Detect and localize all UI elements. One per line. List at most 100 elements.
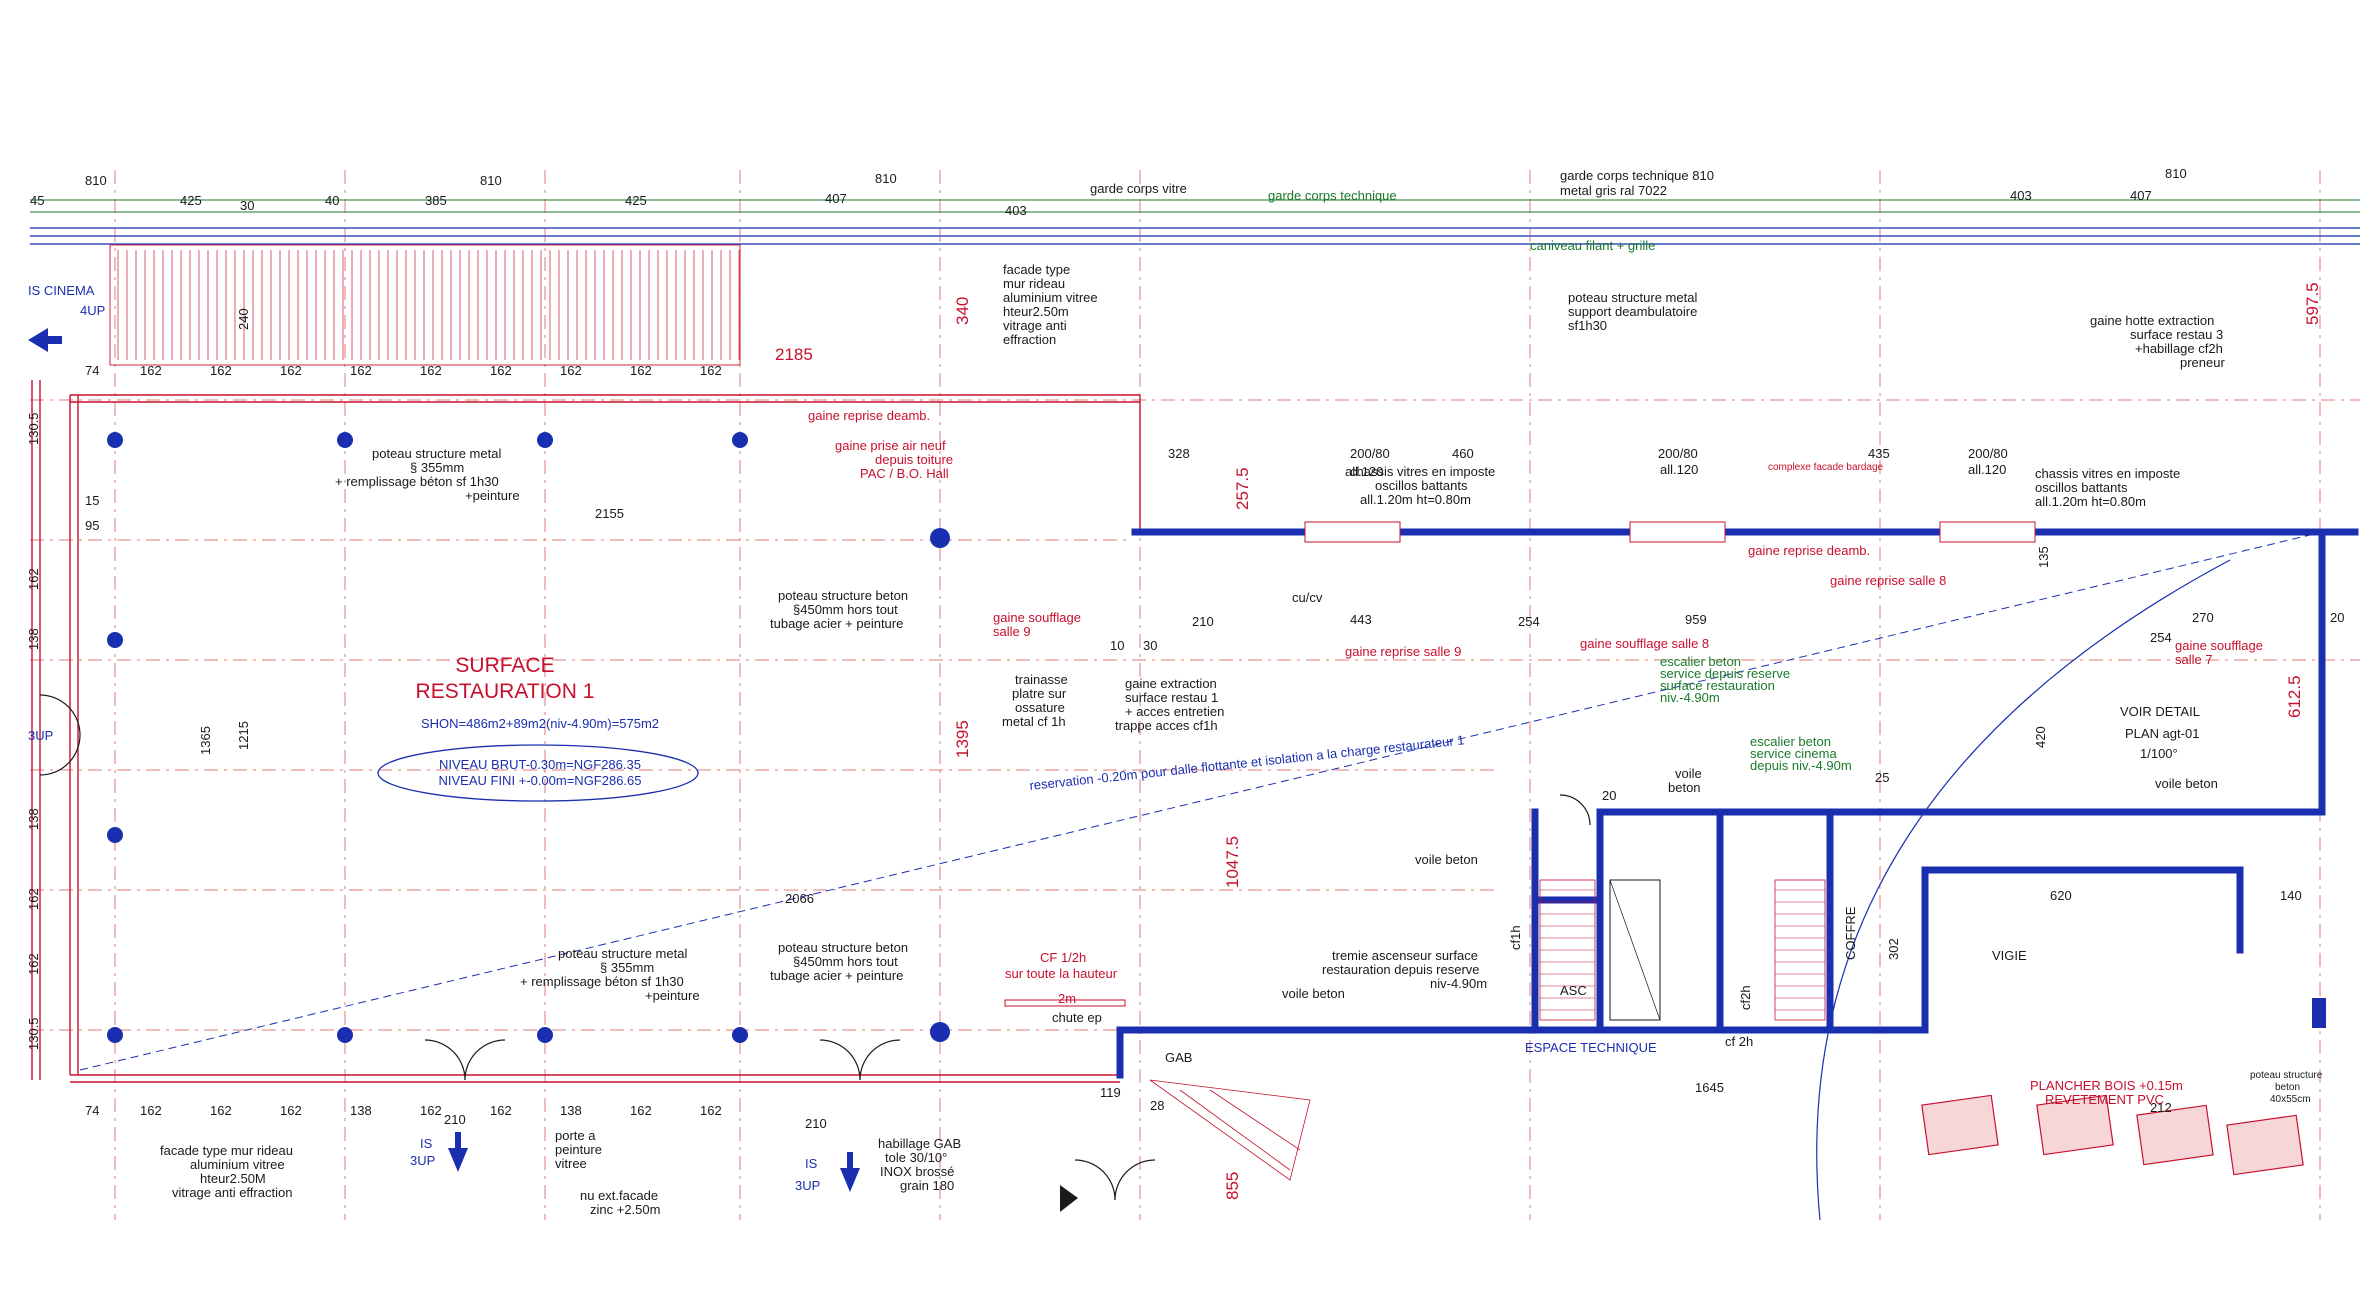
dim-top-8: 407 [825, 191, 847, 206]
cf1h-vertical: cf1h [1508, 925, 1523, 950]
dim-row-cell: 162 [280, 363, 302, 378]
dim-1305a: 130.5 [26, 412, 41, 445]
reservation: reservation -0.20m pour dalle flottante … [1029, 732, 1465, 793]
dim-2m: 2m [1058, 991, 1076, 1006]
gaine-extraction-c: + acces entretien [1125, 704, 1224, 719]
label-is-cinema: IS CINEMA [28, 283, 95, 298]
label-3up-left: 3UP [28, 728, 53, 743]
dim-top-9: 403 [1005, 203, 1027, 218]
top-walls [30, 227, 2360, 245]
trainasse-c: ossature [1015, 700, 1065, 715]
dim-top-12: garde corps technique [1268, 188, 1397, 203]
trainasse: trainasse [1015, 672, 1068, 687]
escalier-2b: service cinema [1750, 746, 1837, 761]
stair-hatch-lines [117, 250, 740, 360]
dim-top-1: 810 [85, 173, 107, 188]
poteau-beton-2b: §450mm hors tout [793, 954, 898, 969]
poteau-beton-2: poteau structure beton [778, 940, 908, 955]
gaine-hotte-c: +habillage cf2h [2135, 341, 2223, 356]
room-title-2: RESTAURATION 1 [416, 680, 595, 703]
dim-200-80-b: 200/80 [1658, 446, 1698, 461]
dim-row-cell: 162 [700, 1103, 722, 1118]
facade-bottom-b: aluminium vitree [190, 1157, 285, 1172]
poteau-deamb-c: sf1h30 [1568, 318, 1607, 333]
escalier-1d: niv.-4.90m [1660, 690, 1720, 705]
dim-2066: 2066 [785, 891, 814, 906]
tremie-b: restauration depuis reserve [1322, 962, 1480, 977]
gaine-reprise-salle9: gaine reprise salle 9 [1345, 644, 1461, 659]
complexe: complexe facade bardage [1768, 462, 1884, 473]
habillage-gab-d: grain 180 [900, 1178, 954, 1193]
cf-1-2h-b: sur toute la hauteur [1005, 966, 1118, 981]
gaine-extraction: gaine extraction [1125, 676, 1217, 691]
plancher-b: REVETEMENT PVC [2045, 1092, 2164, 1107]
gaine-prise-air-c: PAC / B.O. Hall [860, 466, 949, 481]
label-4up: 4UP [80, 303, 105, 318]
arrow-down-icon [448, 1132, 468, 1172]
gaine-soufflage-salle7b: salle 7 [2175, 652, 2213, 667]
dim-row-cell: 162 [700, 363, 722, 378]
elevator-shaft [1609, 879, 1661, 1021]
poteau-beton-2c: tubage acier + peinture [770, 968, 903, 983]
doors [39, 694, 1591, 1201]
poteau-metal-1c: + remplissage béton sf 1h30 [335, 474, 499, 489]
label-caniveau: caniveau filant + grille [1530, 238, 1655, 253]
cf-1-2h: CF 1/2h [1040, 950, 1086, 965]
gaine-prise-air: gaine prise air neuf [835, 438, 946, 453]
dim-2155: 2155 [595, 506, 624, 521]
dim-5975: 597.5 [2303, 282, 2322, 325]
dim-row-cell: 162 [140, 363, 162, 378]
dim-74a: 74 [85, 363, 99, 378]
chassis-1b: oscillos battants [1375, 478, 1468, 493]
all-120-a: all.120 [1345, 464, 1383, 479]
escalier-2c: depuis niv.-4.90m [1750, 758, 1852, 773]
cf2h-vertical: cf2h [1738, 985, 1753, 1010]
dim-138a: 138 [26, 628, 41, 650]
facade-bottom-c: hteur2.50M [200, 1171, 266, 1186]
dim-855: 855 [1223, 1172, 1242, 1200]
dim-top-14: metal gris ral 7022 [1560, 183, 1667, 198]
poteau-metal-1b: § 355mm [410, 460, 464, 475]
habillage-gab: habillage GAB [878, 1136, 961, 1151]
gaine-reprise-deamb-2: gaine reprise deamb. [1748, 543, 1870, 558]
dim-row-cell: 162 [490, 1103, 512, 1118]
dim-1215: 1215 [236, 721, 251, 750]
voir-detail-c: 1/100° [2140, 746, 2178, 761]
dim-420: 420 [2033, 726, 2048, 748]
label-3up-b: 3UP [795, 1178, 820, 1193]
tech-stair-steps [1540, 889, 1825, 1011]
dim-443: 443 [1350, 612, 1372, 627]
dim-row-cell: 162 [490, 363, 512, 378]
tremie: tremie ascenseur surface [1332, 948, 1478, 963]
dim-25: 25 [1875, 770, 1889, 785]
escalier-2: escalier beton [1750, 734, 1831, 749]
room-niveau-brut: NIVEAU BRUT-0.30m=NGF286.35 [439, 757, 641, 772]
dim-240: 240 [236, 308, 251, 330]
voir-detail: VOIR DETAIL [2120, 704, 2200, 719]
dim-959: 959 [1685, 612, 1707, 627]
chassis-2: chassis vitres en imposte [2035, 466, 2180, 481]
right-pillar [2312, 998, 2326, 1028]
poteau-struct-right-b: beton [2275, 1082, 2300, 1093]
dim-row-cell: 162 [560, 363, 582, 378]
dim-1047: 1047.5 [1223, 836, 1242, 888]
arrow-left-icon [28, 328, 62, 352]
vigie: VIGIE [1992, 948, 2027, 963]
chassis-1: chassis vitres en imposte [1350, 464, 1495, 479]
voile-beton-4: voile beton [1282, 986, 1345, 1001]
facade-type-e: vitrage anti [1003, 318, 1067, 333]
dim-74b: 74 [85, 1103, 99, 1118]
facade-type-c: aluminium vitree [1003, 290, 1098, 305]
dim-210c: 210 [805, 1116, 827, 1131]
plancher: PLANCHER BOIS +0.15m [2030, 1078, 2183, 1093]
dim-1645: 1645 [1695, 1080, 1724, 1095]
dim-20b: 20 [1602, 788, 1616, 803]
dim-row-cell: 162 [140, 1103, 162, 1118]
tremie-c: niv-4.90m [1430, 976, 1487, 991]
all-120-c: all.120 [1968, 462, 2006, 477]
dim-row-cell: 162 [420, 1103, 442, 1118]
dim-28: 28 [1150, 1098, 1164, 1113]
dim-200-80-a: 200/80 [1350, 446, 1390, 461]
blue-walls [1116, 528, 2359, 1079]
